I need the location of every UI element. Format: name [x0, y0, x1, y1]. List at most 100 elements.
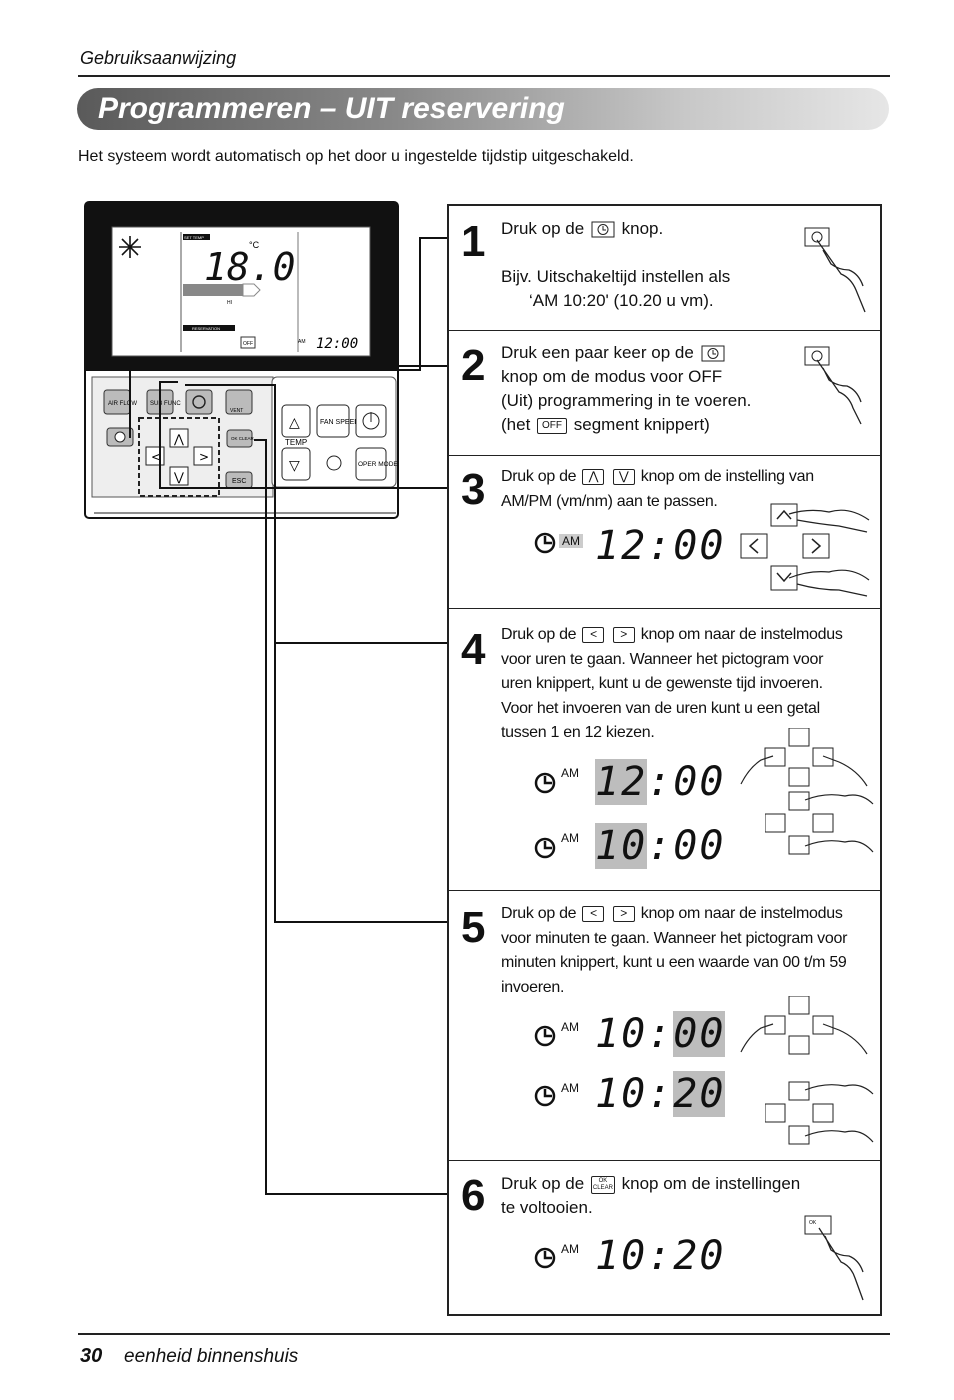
- fan-speed-label: FAN SPEED: [320, 419, 359, 426]
- arrow-buttons-hand-icon: [740, 728, 868, 787]
- page-number: 30: [80, 1345, 103, 1367]
- step-text: voor minuten te gaan. Wanneer het pictog…: [501, 929, 848, 947]
- step-text: tussen 1 en 12 kiezen.: [501, 724, 655, 741]
- step-number: 3: [461, 465, 486, 514]
- step-number: 4: [461, 625, 486, 674]
- step-text: Druk op de: [501, 219, 585, 238]
- off-label: OFF: [243, 341, 253, 347]
- step-number: 2: [461, 341, 486, 390]
- step-number: 6: [461, 1171, 486, 1220]
- clock-icon: [534, 837, 556, 859]
- hand-press-icon: [804, 227, 866, 313]
- gear-icon: [192, 395, 206, 409]
- arrow-buttons-hand-icon: [740, 503, 870, 597]
- step-text: knop om naar de instelmodus: [640, 626, 843, 643]
- step-text: uren knippert, kunt u de gewenste tijd i…: [501, 675, 823, 692]
- svg-text:▽: ▽: [289, 458, 300, 474]
- clock-icon: [534, 1085, 556, 1107]
- am-indicator: AM: [561, 1242, 579, 1256]
- oper-mode-button: [355, 447, 387, 481]
- am-indicator: AM: [561, 1020, 579, 1034]
- step-number: 5: [461, 903, 486, 952]
- hand-press-icon: [804, 346, 862, 425]
- step-text: (Uit) programmering in te voeren.: [501, 391, 752, 410]
- step-text: knop.: [621, 219, 664, 238]
- step-text: knop om de instelling van: [640, 468, 814, 485]
- ok-clear-label: OK CLEAR: [231, 436, 255, 441]
- step-text: Druk op de: [501, 905, 577, 922]
- fan-label: HI: [227, 300, 232, 306]
- off-badge: OFF: [537, 417, 568, 434]
- svg-text:△: △: [289, 415, 300, 431]
- down-button: [169, 466, 189, 486]
- right-arrow-icon: >: [612, 905, 635, 922]
- ok-clear-button: [226, 429, 253, 448]
- temp-down-button: [281, 447, 311, 481]
- temp-label: TEMP: [285, 438, 307, 447]
- vent-button: [225, 389, 253, 415]
- right-arrow-icon: >: [612, 626, 635, 643]
- step-text: knop om de instellingen: [621, 1174, 801, 1193]
- header-label: Gebruiksaanwijzing: [80, 48, 237, 68]
- clock-value: 12:00: [316, 336, 358, 352]
- esc-label: ESC: [232, 478, 246, 485]
- svg-text:>: >: [199, 450, 209, 464]
- clock-icon: [534, 772, 556, 794]
- arrow-buttons-hand-icon: [765, 1081, 874, 1145]
- clock-icon: [534, 532, 556, 554]
- clock-icon: [591, 221, 615, 238]
- left-arrow-icon: <: [582, 905, 605, 922]
- clock-icon: [114, 431, 126, 443]
- step-text: invoeren.: [501, 978, 565, 996]
- arrow-buttons-hand-icon: [740, 996, 868, 1055]
- lcd-time: 10:20: [595, 1233, 726, 1279]
- hand-press-icon: OK: [804, 1215, 864, 1301]
- step-text: ‘AM 10:20' (10.20 u vm).: [529, 291, 714, 310]
- cool-mode-icon: [119, 236, 141, 258]
- footer-label: eenheid binnenshuis: [124, 1346, 299, 1367]
- indicator-lamp: [326, 455, 342, 471]
- step-text: Druk op de: [501, 626, 577, 643]
- fan-speed-button: [316, 404, 350, 438]
- left-arrow-icon: <: [582, 626, 605, 643]
- lcd-time: 12:00: [595, 759, 726, 805]
- step-text: Druk een paar keer op de: [501, 343, 694, 362]
- step-text: knop om de modus voor OFF: [501, 367, 723, 386]
- arrow-buttons-hand-icon: [765, 791, 874, 855]
- up-arrow-icon: ⋀: [582, 468, 605, 485]
- svg-text:OK: OK: [809, 1220, 817, 1226]
- down-arrow-icon: ⋁: [612, 468, 635, 485]
- title-bar: [77, 88, 889, 130]
- clock-icon: [534, 1025, 556, 1047]
- lcd-time: 10:00: [595, 1011, 726, 1057]
- footer-rule: [78, 1333, 890, 1335]
- sub-func-label: SUB FUNC: [150, 401, 181, 407]
- svg-text:<: <: [151, 450, 161, 464]
- temp-value: 18.0: [204, 245, 296, 289]
- ok-clear-icon: OK CLEAR: [590, 1175, 615, 1194]
- steps-box: 1 Druk op de knop. Bijv. Uitschakeltijd …: [447, 204, 882, 1316]
- step-text: voor uren te gaan. Wanneer het pictogram…: [501, 650, 824, 668]
- am-indicator: AM: [559, 534, 583, 548]
- header-rule: [78, 75, 890, 77]
- lcd-time: 10:20: [595, 1071, 726, 1117]
- leader-lines: [129, 237, 449, 1195]
- step-text: te voltooien.: [501, 1198, 593, 1217]
- step-number: 1: [461, 217, 486, 266]
- clock-icon: [534, 1247, 556, 1269]
- step-text: knop om naar de instelmodus: [640, 905, 843, 922]
- step-text: minuten knippert, kunt u een waarde van …: [501, 954, 847, 971]
- vent-label: VENT: [230, 408, 243, 414]
- temp-up-button: [281, 404, 311, 438]
- step-text: Bijv. Uitschakeltijd instellen als: [501, 267, 731, 286]
- set-temp-label: SET TEMP: [184, 235, 204, 240]
- page-title: Programmeren – UIT reservering: [98, 92, 565, 125]
- remote-illustration: SET TEMP 18.0 °C HI RESERVATION OFF AM 1…: [84, 201, 399, 519]
- step-text: segment knippert): [573, 415, 710, 434]
- intro-text: Het systeem wordt automatisch op het doo…: [78, 148, 634, 165]
- settings-button: [185, 389, 213, 415]
- svg-text:⋁: ⋁: [173, 470, 184, 484]
- reservation-label: RESERVATION: [192, 326, 220, 331]
- step-text: (het: [501, 415, 531, 434]
- step-text: Druk op de: [501, 468, 577, 485]
